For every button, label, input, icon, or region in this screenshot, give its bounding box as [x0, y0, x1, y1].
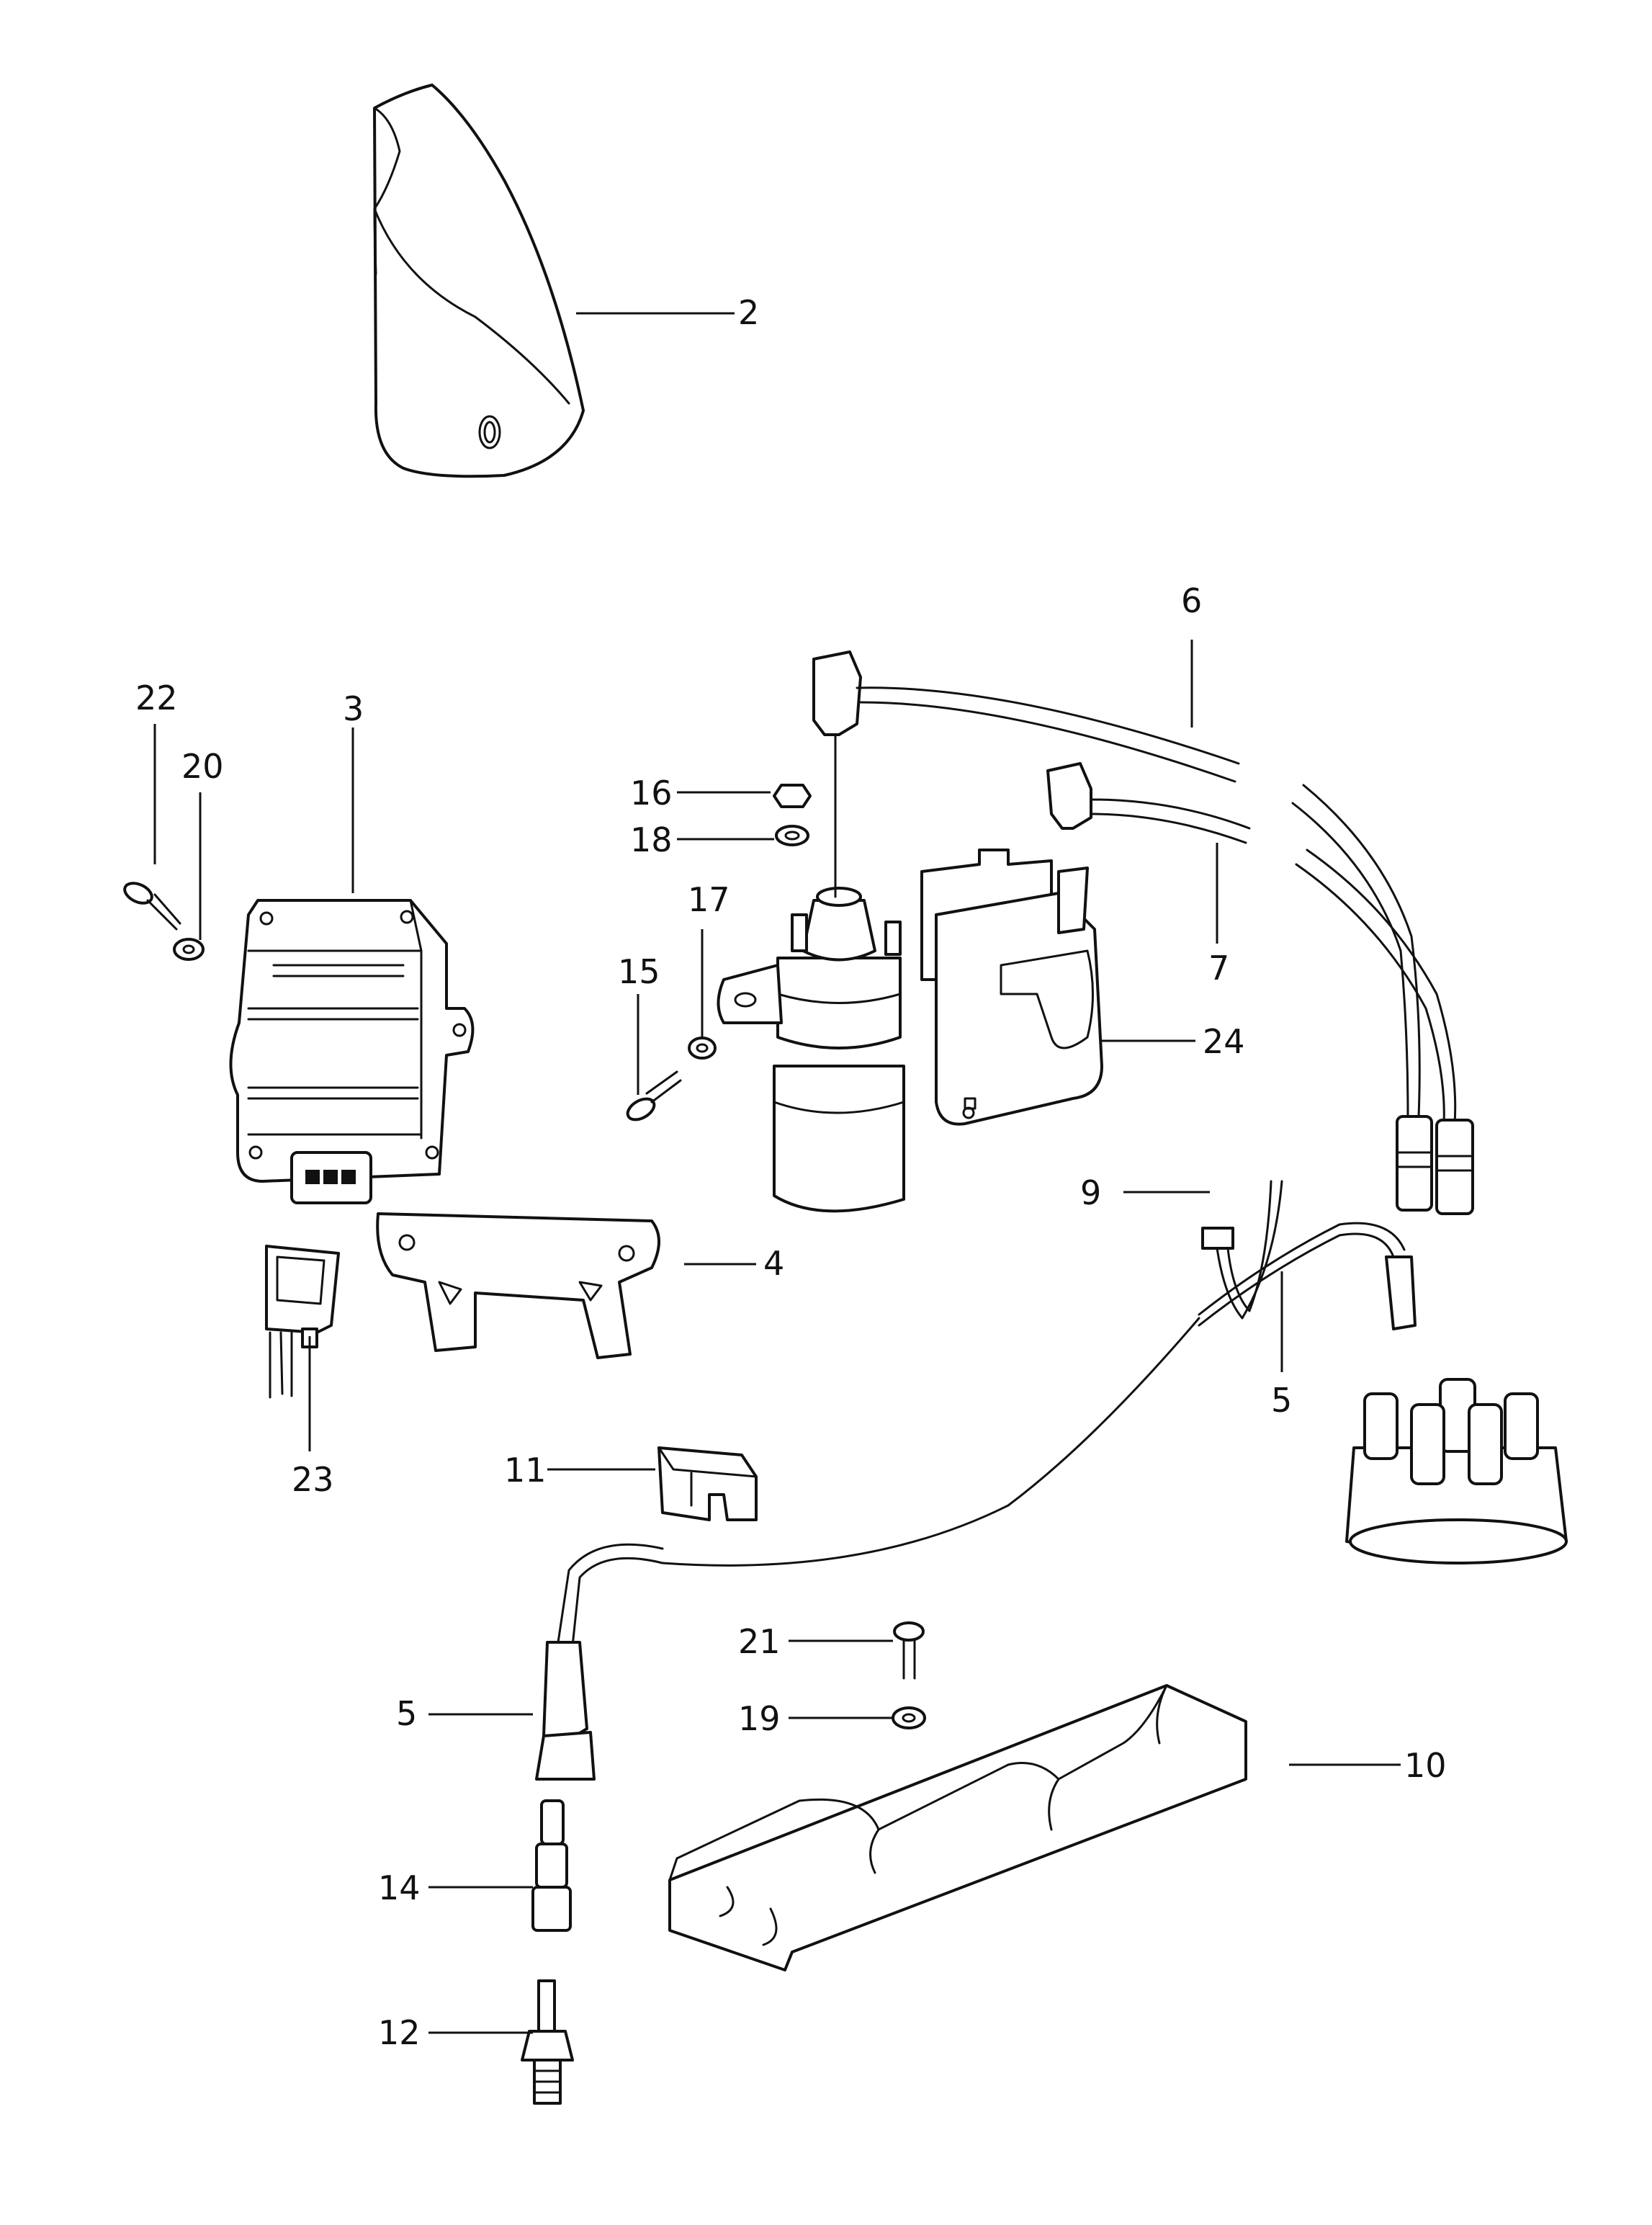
callout-12: 12	[378, 2013, 421, 2052]
callout-11: 11	[504, 1451, 547, 1490]
callout-21: 21	[738, 1622, 781, 1661]
part-5-ignition-lead	[535, 1222, 1417, 1781]
part-22-screw	[123, 882, 181, 931]
part-10-holder-block	[668, 1684, 1247, 1971]
callout-6: 6	[1181, 581, 1202, 620]
callout-18: 18	[630, 820, 673, 859]
part-23-connector-plug	[265, 1245, 340, 1399]
part-16-nut	[773, 784, 812, 808]
callout-5-lower: 5	[396, 1694, 417, 1733]
part-4-bracket	[376, 1212, 660, 1359]
callout-17: 17	[688, 880, 730, 919]
part-20-washer	[173, 938, 205, 961]
part-17-washer	[688, 1037, 717, 1060]
part-15-screw	[626, 1070, 682, 1122]
part-14-plug-connector	[531, 1799, 572, 1932]
callout-22: 22	[135, 679, 178, 717]
ignition-coil	[717, 887, 905, 1213]
callout-4: 4	[763, 1244, 784, 1283]
callout-10: 10	[1404, 1746, 1447, 1785]
callout-14: 14	[378, 1868, 421, 1907]
callout-16: 16	[630, 774, 673, 812]
callout-23: 23	[292, 1460, 334, 1499]
callout-24: 24	[1203, 1022, 1245, 1061]
part-9-cable-tie	[1201, 1180, 1283, 1320]
part-21-screw	[893, 1621, 925, 1680]
part-19-washer	[892, 1706, 926, 1729]
part-3-control-unit	[229, 899, 475, 1204]
part-7-ht-lead	[1046, 762, 1474, 1215]
callout-7: 7	[1208, 949, 1229, 988]
part-11-clip	[657, 1446, 758, 1521]
leader-lines	[153, 312, 1401, 2034]
callout-labels: 2 3 4 5 5 6 7 9 10 11 12 14 15 16 17 18 …	[135, 293, 1447, 2052]
callout-15: 15	[618, 952, 660, 991]
part-2-cover	[373, 84, 585, 478]
callout-2: 2	[738, 293, 759, 332]
callout-3: 3	[343, 689, 364, 728]
callout-20: 20	[181, 747, 224, 786]
callout-9: 9	[1080, 1173, 1101, 1212]
part-24-coil-block	[920, 849, 1103, 1126]
part-6-ht-lead	[812, 650, 1433, 1212]
part-18-washer	[775, 825, 809, 846]
part-12-spark-plug	[521, 1979, 574, 2105]
distributor-cap	[1345, 1378, 1568, 1564]
callout-19: 19	[738, 1699, 781, 1738]
callout-5-upper: 5	[1271, 1381, 1292, 1420]
